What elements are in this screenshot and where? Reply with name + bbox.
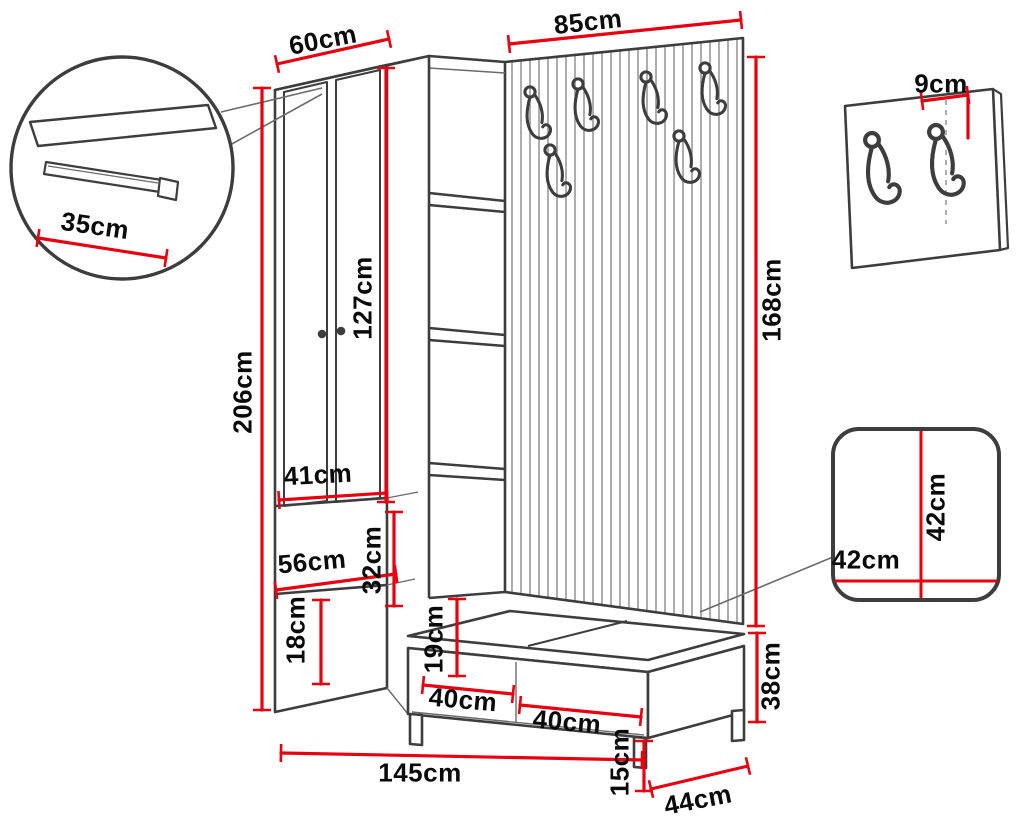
slatted-panel [503, 36, 745, 626]
dimension-line-85cm [506, 10, 744, 54]
door-handle-icon [336, 326, 346, 336]
dimension-line-56cm [273, 564, 399, 600]
bench-seat-cushion [406, 609, 746, 662]
dimension-lines [35, 10, 971, 799]
dimension-label-shelf-height: 18cm [280, 595, 311, 665]
dimension-label-total-width: 145cm [378, 757, 462, 788]
hook-panel-detail [843, 87, 1010, 270]
bench-leg [408, 712, 424, 747]
leader-line [220, 87, 323, 113]
dimension-line-145cm [279, 743, 644, 770]
dimension-label-door-height: 127cm [347, 256, 378, 340]
door-handle-icon [317, 329, 327, 339]
dimension-label-seat-detail-h: 42cm [831, 544, 901, 575]
dimension-line-35cm [35, 228, 169, 268]
dimension-line-40cm-lower [517, 695, 644, 727]
leader-line [229, 93, 323, 146]
dimension-line-60cm [273, 29, 393, 74]
dimension-label-bench-w-upper: 40cm [427, 681, 499, 718]
dimension-label-seat-detail-v: 42cm [920, 472, 951, 542]
dimension-label-lower-height: 32cm [356, 525, 387, 595]
dimension-label-panel-height: 168cm [756, 258, 787, 342]
dimension-label-seat-height: 19cm [418, 604, 449, 674]
detail-circle-drawer-rail [9, 55, 323, 281]
dimension-label-bench-w-lower: 40cm [531, 703, 603, 740]
dimension-line-41cm [277, 483, 389, 510]
dimension-label-inner-width: 41cm [282, 457, 353, 492]
dimension-line-40cm-upper [420, 675, 516, 704]
shelf-unit [428, 54, 506, 600]
dimension-line-44cm [647, 756, 752, 799]
bench-leg [730, 708, 746, 743]
dimension-label-lower-width: 56cm [276, 543, 348, 580]
dimension-line-9cm [919, 85, 971, 111]
dimension-label-hook-depth: 9cm [914, 68, 968, 99]
dimension-label-total-height: 206cm [227, 350, 258, 434]
dimension-label-bench-height: 38cm [755, 641, 786, 711]
leader-line [699, 556, 834, 613]
dimension-label-plinth: 15cm [604, 727, 635, 797]
rail-bracket [156, 176, 180, 202]
seat-dimension-detail-box [699, 427, 1001, 613]
